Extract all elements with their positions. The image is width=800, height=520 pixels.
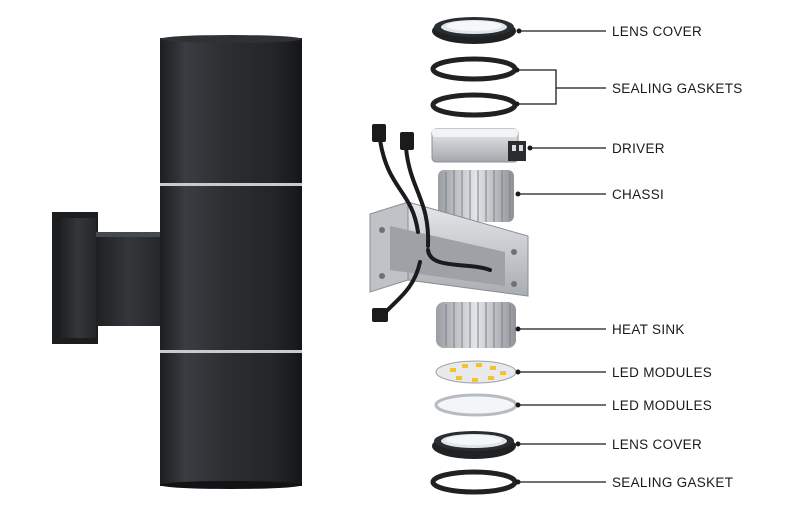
- label-chassi: CHASSI: [612, 187, 664, 202]
- led-diffuser-ring: [434, 393, 518, 417]
- sealing-gasket-ring-2: [430, 92, 518, 118]
- label-led-modules-1: LED MODULES: [612, 365, 712, 380]
- led-module-board: [435, 360, 517, 384]
- heat-sink-part: [436, 302, 516, 348]
- label-sealing-gaskets: SEALING GASKETS: [612, 81, 743, 96]
- lens-cover-top-part: [432, 17, 516, 44]
- label-driver: DRIVER: [612, 141, 665, 156]
- lens-cover-bottom-part: [432, 431, 516, 459]
- component-labels: LENS COVER SEALING GASKETS DRIVER CHASSI…: [612, 24, 743, 490]
- label-lens-cover-bottom: LENS COVER: [612, 437, 702, 452]
- label-sealing-gasket: SEALING GASKET: [612, 475, 733, 490]
- driver-part: [431, 128, 526, 163]
- wall-bracket: [52, 212, 162, 344]
- label-led-modules-2: LED MODULES: [612, 398, 712, 413]
- leader-lines: [514, 28, 606, 485]
- label-heat-sink: HEAT SINK: [612, 322, 685, 337]
- sealing-gasket-bottom-ring: [430, 469, 518, 495]
- assembled-fixture: [52, 35, 302, 489]
- sealing-gasket-ring-1: [430, 56, 518, 82]
- cylinder-housing: [160, 35, 302, 489]
- label-lens-cover-top: LENS COVER: [612, 24, 702, 39]
- mounting-box-part: [369, 201, 529, 297]
- chassi-fins-part: [438, 170, 514, 222]
- wiring-harness: [372, 124, 492, 322]
